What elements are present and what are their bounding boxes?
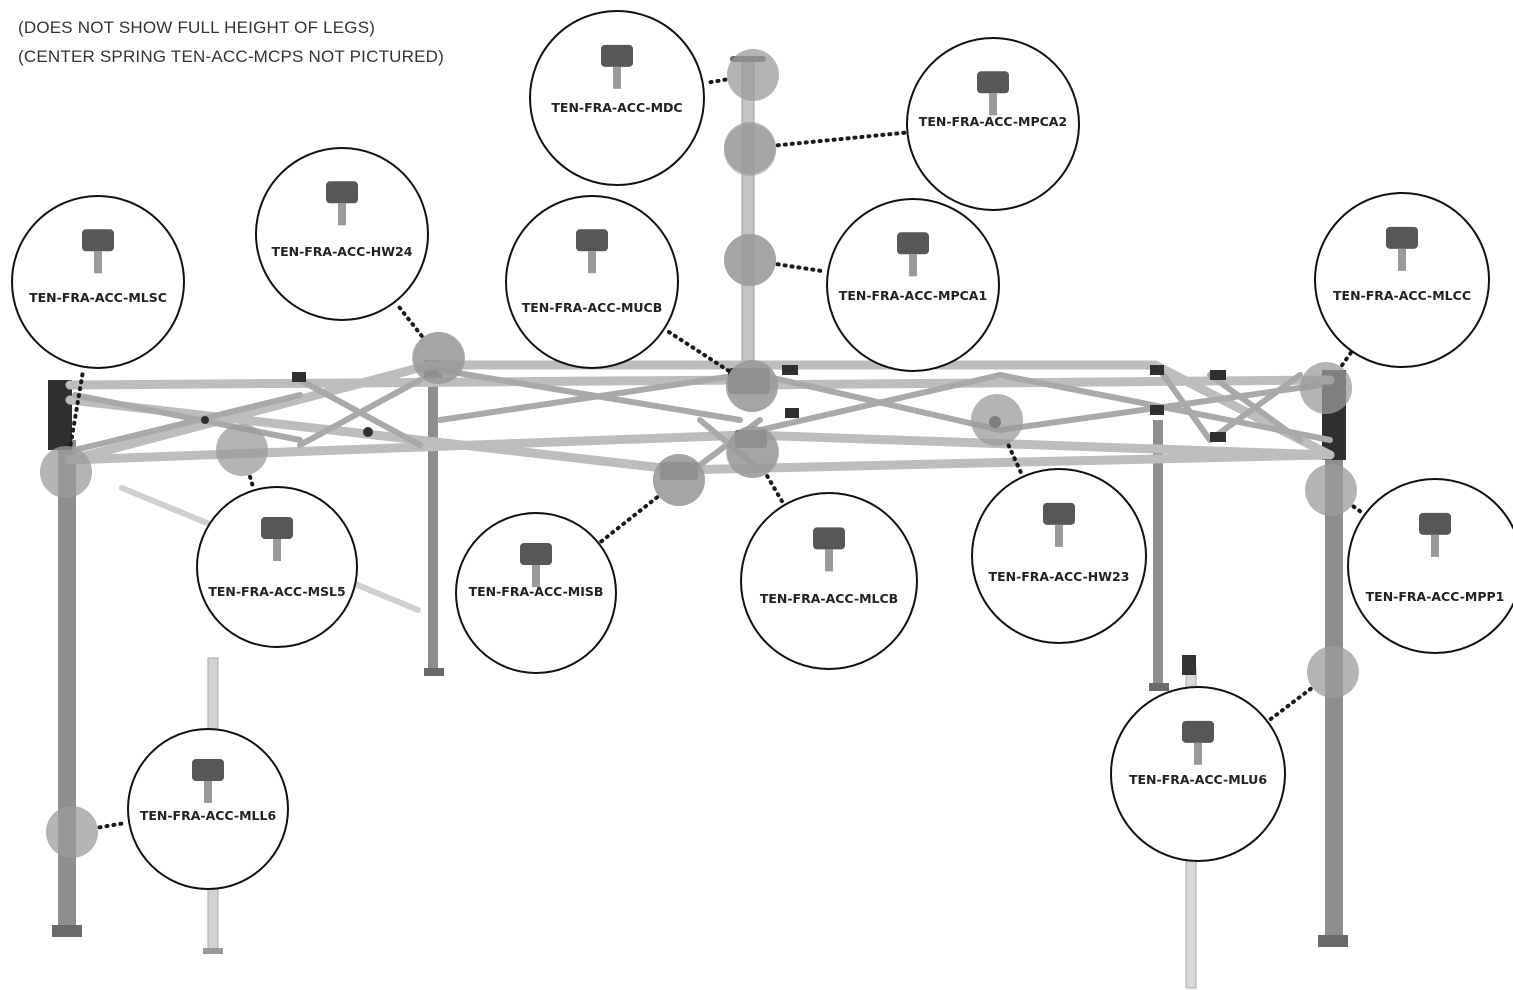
marker-mlcc xyxy=(1300,362,1352,414)
lower-leg-icon xyxy=(192,759,224,803)
marker-extra xyxy=(726,360,778,412)
center-pole-top-icon xyxy=(977,71,1009,116)
dome-cap-icon xyxy=(601,44,633,89)
leader-line-mlcc xyxy=(1340,350,1353,368)
leader-line-hw23 xyxy=(1006,443,1025,478)
callout-circle-msl5 xyxy=(196,486,358,648)
upper-center-bracket-icon xyxy=(576,229,608,274)
callout-msl5[interactable]: TEN-FRA-ACC-MSL5 xyxy=(196,486,358,648)
part-label-misb: TEN-FRA-ACC-MISB xyxy=(469,584,604,599)
callout-mlcc[interactable]: TEN-FRA-ACC-MLCC xyxy=(1314,192,1490,368)
marker-mlu6 xyxy=(1307,646,1359,698)
marker-hw23 xyxy=(971,394,1023,446)
callout-circle-hw23 xyxy=(971,468,1147,644)
part-label-mlcc: TEN-FRA-ACC-MLCC xyxy=(1333,288,1471,303)
side-connector-icon xyxy=(82,229,114,274)
center-pole-icon xyxy=(897,232,929,277)
scissor-pivot-bolt-icon xyxy=(1043,502,1075,547)
callout-mdc[interactable]: TEN-FRA-ACC-MDC xyxy=(529,10,705,186)
marker-extra xyxy=(726,426,778,478)
callout-circle-mll6 xyxy=(127,728,289,890)
part-callouts: TEN-FRA-ACC-MDC TEN-FRA-ACC-MPCA2TEN-FRA-… xyxy=(11,10,1513,890)
callout-circle-mlcb xyxy=(740,492,918,670)
lower-center-bracket-icon xyxy=(813,527,845,572)
callout-circle-mpca2 xyxy=(906,37,1080,211)
upper-leg-icon xyxy=(1182,720,1214,765)
hardware-bolt-set-icon xyxy=(326,181,358,226)
callout-circle-hw24 xyxy=(255,147,429,321)
callout-circle-mlsc xyxy=(11,195,185,369)
callout-mll6[interactable]: TEN-FRA-ACC-MLL6 xyxy=(127,728,289,890)
back-left-leg xyxy=(424,360,444,676)
callout-circle-mlcc xyxy=(1314,192,1490,368)
marker-extra xyxy=(412,332,464,384)
part-label-hw23: TEN-FRA-ACC-HW23 xyxy=(989,569,1130,584)
part-label-msl5: TEN-FRA-ACC-MSL5 xyxy=(208,584,345,599)
marker-extra xyxy=(724,124,776,176)
callout-hw23[interactable]: TEN-FRA-ACC-HW23 xyxy=(971,468,1147,644)
marker-extra xyxy=(653,454,705,506)
note-center-spring: (CENTER SPRING TEN-ACC-MCPS NOT PICTURED… xyxy=(18,47,444,66)
callout-mlsc[interactable]: TEN-FRA-ACC-MLSC xyxy=(11,195,185,369)
leader-lines xyxy=(68,77,1366,830)
callout-circle-mpca1 xyxy=(826,198,1000,372)
leader-line-hw24 xyxy=(394,301,424,338)
leader-line-mlu6 xyxy=(1267,686,1313,723)
part-label-mlcb: TEN-FRA-ACC-MLCB xyxy=(760,591,898,606)
leader-line-mpp1 xyxy=(1351,504,1366,516)
marker-mpp1 xyxy=(1305,464,1357,516)
leader-line-mll6 xyxy=(97,820,130,830)
part-label-mdc: TEN-FRA-ACC-MDC xyxy=(551,100,682,115)
callout-mpp1[interactable]: TEN-FRA-ACC-MPP1 xyxy=(1347,478,1513,654)
part-label-mpp1: TEN-FRA-ACC-MPP1 xyxy=(1366,589,1505,604)
callout-hw24[interactable]: TEN-FRA-ACC-HW24 xyxy=(255,147,429,321)
callout-circle-misb xyxy=(455,512,617,674)
leader-line-mdc xyxy=(702,77,728,86)
marker-mll6 xyxy=(46,806,98,858)
corner-cap-icon xyxy=(1386,226,1418,271)
marker-mdc xyxy=(727,49,779,101)
callout-circle-mlu6 xyxy=(1110,686,1286,862)
back-right-leg xyxy=(1149,420,1169,691)
callout-mlcb[interactable]: TEN-FRA-ACC-MLCB xyxy=(740,492,918,670)
marker-extra xyxy=(724,234,776,286)
part-label-mucb: TEN-FRA-ACC-MUCB xyxy=(522,300,663,315)
leader-line-mlcb xyxy=(765,474,786,506)
callout-mlu6[interactable]: TEN-FRA-ACC-MLU6 xyxy=(1110,686,1286,862)
leader-line-mlsc xyxy=(68,366,86,447)
callout-circle-mucb xyxy=(505,195,679,369)
inner-slide-bracket-icon xyxy=(520,543,552,587)
leader-line-msl5 xyxy=(248,474,256,491)
part-label-mlsc: TEN-FRA-ACC-MLSC xyxy=(29,290,167,305)
leader-line-mucb xyxy=(663,327,731,373)
center-pole xyxy=(741,59,755,391)
push-pin-icon xyxy=(1419,512,1451,557)
part-label-mlu6: TEN-FRA-ACC-MLU6 xyxy=(1129,772,1267,787)
leader-line-misb xyxy=(598,495,660,545)
marker-mlsc xyxy=(40,446,92,498)
callout-mpca2[interactable]: TEN-FRA-ACC-MPCA2 xyxy=(906,37,1080,211)
side-link-bar-icon xyxy=(261,517,293,561)
callout-circle-mpp1 xyxy=(1347,478,1513,654)
part-markers xyxy=(40,49,1359,858)
marker-msl5 xyxy=(216,424,268,476)
note-legs-height: (DOES NOT SHOW FULL HEIGHT OF LEGS) xyxy=(18,18,376,37)
callout-mucb[interactable]: TEN-FRA-ACC-MUCB xyxy=(505,195,679,369)
part-label-hw24: TEN-FRA-ACC-HW24 xyxy=(272,244,413,259)
part-label-mll6: TEN-FRA-ACC-MLL6 xyxy=(140,808,277,823)
callout-misb[interactable]: TEN-FRA-ACC-MISB xyxy=(455,512,617,674)
leader-line-mpca2 xyxy=(775,130,908,148)
callout-mpca1[interactable]: TEN-FRA-ACC-MPCA1 xyxy=(826,198,1000,372)
leader-line-mpca1 xyxy=(775,262,829,274)
part-label-mpca2: TEN-FRA-ACC-MPCA2 xyxy=(919,114,1067,129)
part-label-mpca1: TEN-FRA-ACC-MPCA1 xyxy=(839,288,987,303)
callout-circle-mdc xyxy=(529,10,705,186)
